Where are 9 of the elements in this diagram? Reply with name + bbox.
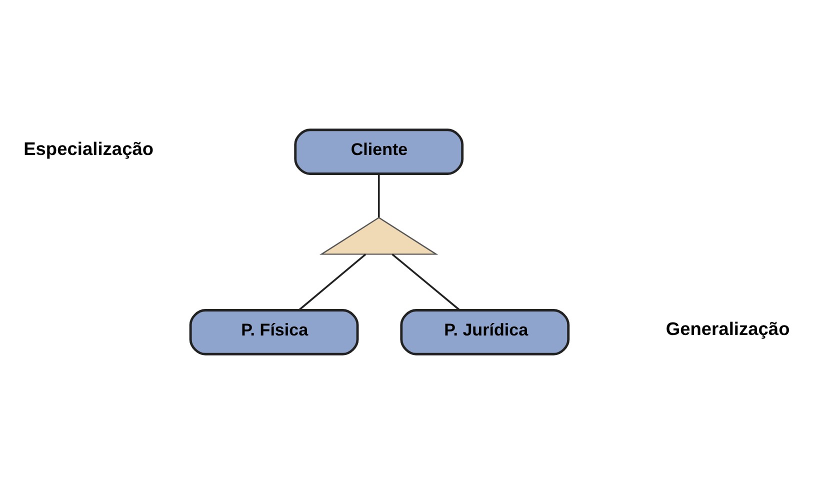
node-box: P. Jurídica	[400, 309, 570, 356]
connector	[392, 254, 460, 311]
connector	[298, 254, 366, 311]
label: Generalização	[666, 318, 790, 340]
label: Especialização	[24, 138, 154, 159]
node-box: P. Física	[189, 309, 359, 356]
node-box: Cliente	[294, 128, 464, 175]
node-triangle	[320, 216, 438, 255]
connector	[378, 174, 380, 218]
